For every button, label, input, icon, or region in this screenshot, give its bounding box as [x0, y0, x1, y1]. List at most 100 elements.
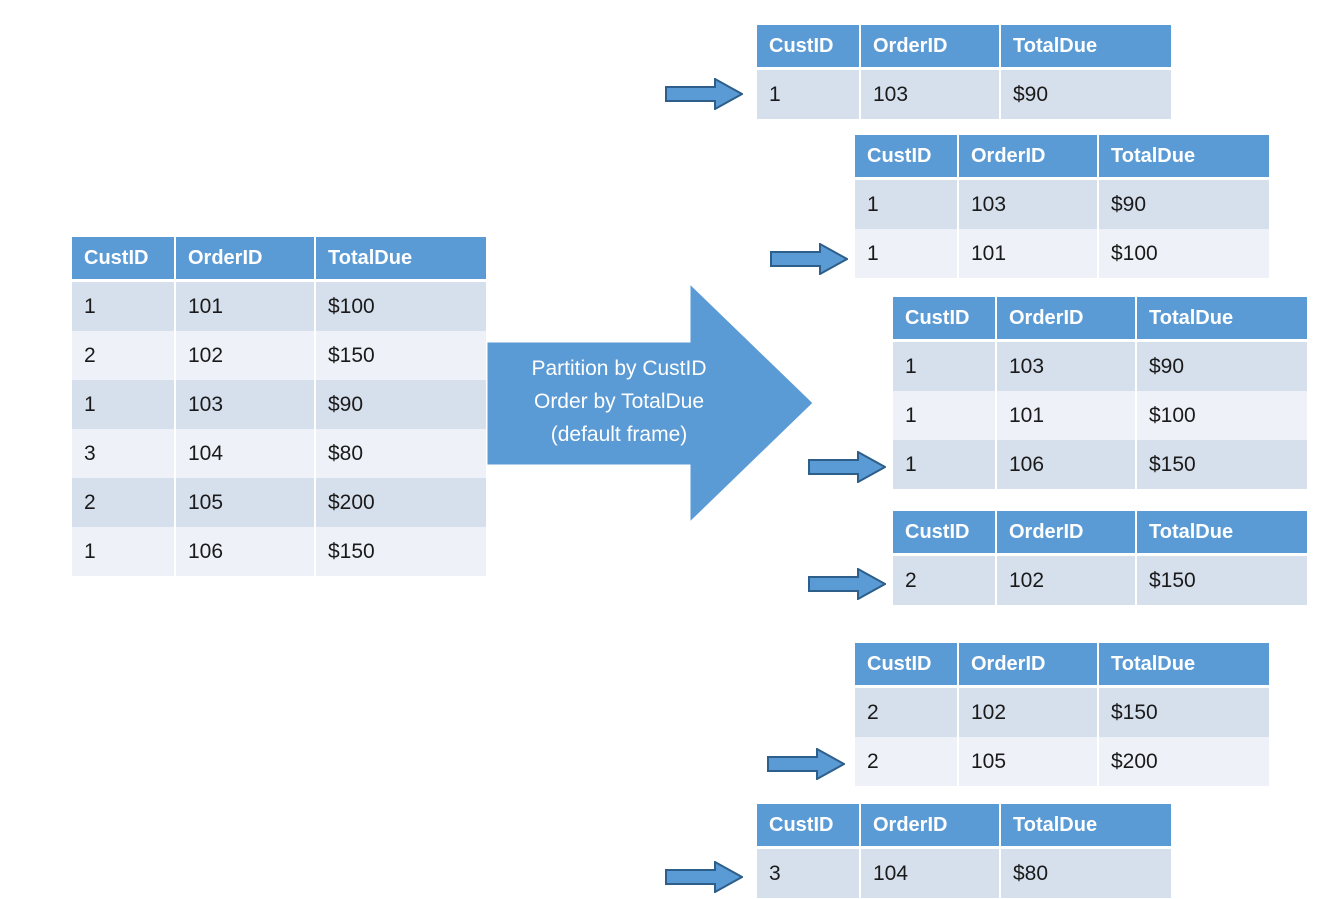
cell-totaldue: $100: [316, 282, 486, 331]
cell-totaldue: $100: [1137, 391, 1307, 440]
cell-custid: 2: [855, 737, 959, 786]
frame-1-header-totaldue: TotalDue: [1001, 25, 1171, 70]
cell-totaldue: $90: [1099, 180, 1269, 229]
frame-2-header-custid: CustID: [855, 135, 959, 180]
cell-custid: 3: [757, 849, 861, 898]
cell-orderid: 103: [176, 380, 316, 429]
cell-totaldue: $90: [316, 380, 486, 429]
frame-3-header-custid: CustID: [893, 297, 997, 342]
cell-orderid: 101: [959, 229, 1099, 278]
frame-5-header-totaldue: TotalDue: [1099, 643, 1269, 688]
cell-custid: 1: [72, 380, 176, 429]
frame-1-header-orderid: OrderID: [861, 25, 1001, 70]
cell-orderid: 102: [959, 688, 1099, 737]
cell-orderid: 106: [176, 527, 316, 576]
cell-totaldue: $80: [316, 429, 486, 478]
cell-orderid: 102: [176, 331, 316, 380]
cell-orderid: 105: [176, 478, 316, 527]
cell-totaldue: $150: [1137, 556, 1307, 605]
frame-6-header-orderid: OrderID: [861, 804, 1001, 849]
cell-custid: 2: [855, 688, 959, 737]
frame-3-header-orderid: OrderID: [997, 297, 1137, 342]
frame-arrow-1: [665, 78, 743, 110]
partition-arrow: [485, 282, 815, 524]
cell-totaldue: $150: [1099, 688, 1269, 737]
frame-arrow-2: [770, 243, 848, 275]
cell-orderid: 103: [959, 180, 1099, 229]
frame-arrow-3: [808, 451, 886, 483]
cell-orderid: 104: [176, 429, 316, 478]
cell-custid: 2: [893, 556, 997, 605]
cell-orderid: 101: [997, 391, 1137, 440]
frame-arrow-6: [665, 861, 743, 893]
frame-1-header-custid: CustID: [757, 25, 861, 70]
frame-arrow-4: [808, 568, 886, 600]
cell-custid: 1: [893, 391, 997, 440]
cell-totaldue: $90: [1001, 70, 1171, 119]
cell-custid: 1: [757, 70, 861, 119]
cell-totaldue: $150: [1137, 440, 1307, 489]
frame-arrow-5: [767, 748, 845, 780]
cell-custid: 3: [72, 429, 176, 478]
partition-arrow-shape: [486, 282, 814, 524]
cell-orderid: 105: [959, 737, 1099, 786]
cell-custid: 1: [855, 180, 959, 229]
cell-custid: 1: [893, 440, 997, 489]
frame-6-header-totaldue: TotalDue: [1001, 804, 1171, 849]
frame-4-header-custid: CustID: [893, 511, 997, 556]
cell-orderid: 103: [997, 342, 1137, 391]
source-table-header-orderid: OrderID: [176, 237, 316, 282]
cell-totaldue: $100: [1099, 229, 1269, 278]
cell-orderid: 101: [176, 282, 316, 331]
cell-custid: 1: [72, 282, 176, 331]
cell-custid: 2: [72, 478, 176, 527]
cell-custid: 1: [893, 342, 997, 391]
cell-orderid: 102: [997, 556, 1137, 605]
cell-custid: 2: [72, 331, 176, 380]
cell-custid: 1: [855, 229, 959, 278]
source-table-header-totaldue: TotalDue: [316, 237, 486, 282]
source-table-header-custid: CustID: [72, 237, 176, 282]
cell-totaldue: $90: [1137, 342, 1307, 391]
frame-5-header-orderid: OrderID: [959, 643, 1099, 688]
frame-2-header-orderid: OrderID: [959, 135, 1099, 180]
cell-orderid: 103: [861, 70, 1001, 119]
cell-totaldue: $80: [1001, 849, 1171, 898]
frame-3-header-totaldue: TotalDue: [1137, 297, 1307, 342]
cell-orderid: 106: [997, 440, 1137, 489]
frame-4-header-totaldue: TotalDue: [1137, 511, 1307, 556]
frame-6-header-custid: CustID: [757, 804, 861, 849]
frame-4-header-orderid: OrderID: [997, 511, 1137, 556]
frame-2-header-totaldue: TotalDue: [1099, 135, 1269, 180]
cell-custid: 1: [72, 527, 176, 576]
